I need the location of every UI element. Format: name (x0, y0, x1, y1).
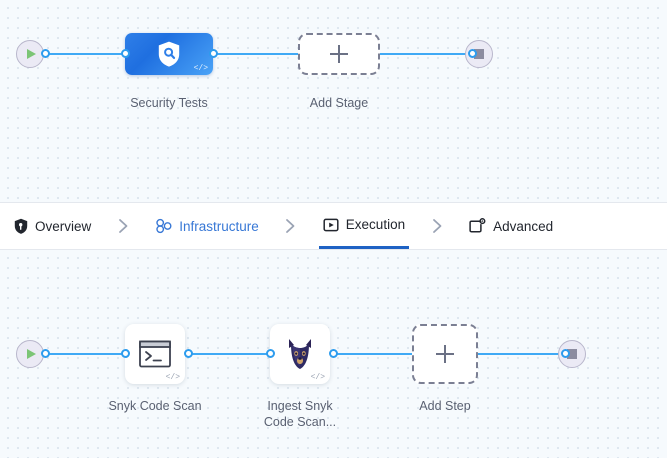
port-snyk-code-scan-out[interactable] (184, 349, 193, 358)
step-node-snyk-code-scan[interactable]: </> (125, 324, 185, 384)
tab-advanced[interactable]: Advanced (465, 203, 557, 249)
tab-execution-label: Execution (345, 217, 406, 232)
add-stage-button[interactable] (298, 33, 380, 75)
stage-label-security-tests: Security Tests (130, 96, 208, 110)
add-step-button[interactable] (412, 324, 478, 384)
step-label-add-step: Add Step (419, 399, 471, 413)
shield-search-icon (158, 41, 180, 67)
tab-infrastructure[interactable]: Infrastructure (151, 203, 263, 249)
stop-icon (567, 349, 577, 359)
code-badge-icon: </> (193, 64, 208, 73)
settings-box-icon (469, 218, 486, 234)
play-icon (26, 349, 36, 359)
plus-icon (330, 45, 348, 63)
tab-advanced-label: Advanced (493, 218, 554, 234)
stage-label-add-stage: Add Stage (309, 96, 369, 110)
tab-overview[interactable]: Overview (10, 203, 95, 249)
shield-icon (14, 218, 28, 234)
play-box-icon (323, 217, 339, 233)
edge-snyk-code-scan-to-ingest (187, 353, 272, 355)
tab-overview-label: Overview (35, 218, 92, 234)
execution-end-node[interactable] (558, 340, 586, 368)
edge-ingest-to-add-step (332, 353, 412, 355)
terminal-icon (139, 340, 171, 368)
port-snyk-code-scan-in[interactable] (121, 349, 130, 358)
port-exec-start-out[interactable] (41, 349, 50, 358)
chevron-right-icon (286, 219, 295, 233)
code-badge-icon: </> (165, 373, 180, 382)
edge-add-stage-to-end (377, 53, 472, 55)
code-badge-icon: </> (310, 373, 325, 382)
chevron-right-icon (118, 219, 128, 233)
play-icon (26, 49, 36, 59)
edge-start-to-snyk-code-scan (44, 353, 130, 355)
port-end-in[interactable] (468, 49, 477, 58)
stage-node-security-tests[interactable]: </> (125, 33, 213, 75)
execution-start-node[interactable] (16, 340, 44, 368)
plus-icon (436, 345, 454, 363)
pipeline-end-node[interactable] (465, 40, 493, 68)
step-label-ingest-snyk-code-scan: Ingest Snyk Code Scan... (263, 399, 337, 429)
chevron-right-icon (432, 219, 441, 233)
edge-add-step-to-end (478, 353, 564, 355)
port-security-tests-out[interactable] (209, 49, 218, 58)
port-exec-end-in[interactable] (561, 349, 570, 358)
step-label-snyk-code-scan: Snyk Code Scan (108, 399, 202, 413)
pipeline-start-node[interactable] (16, 40, 44, 68)
nodes-icon (155, 218, 172, 234)
tab-separator-3 (409, 218, 465, 234)
edge-security-tests-to-add-stage (208, 53, 303, 55)
tab-separator-2 (263, 218, 319, 234)
tab-infrastructure-label: Infrastructure (179, 218, 259, 234)
port-start-out[interactable] (41, 49, 50, 58)
port-security-tests-in[interactable] (121, 49, 130, 58)
port-ingest-in[interactable] (266, 349, 275, 358)
execution-canvas[interactable]: </> Snyk Code Scan </> Ingest Snyk Code … (0, 250, 667, 458)
step-node-ingest-snyk-code-scan[interactable]: </> (270, 324, 330, 384)
tab-separator-1 (95, 218, 151, 234)
snyk-dog-icon (289, 339, 311, 369)
stage-tabs: Overview Infrastructure (0, 202, 667, 250)
stop-icon (474, 49, 484, 59)
port-ingest-out[interactable] (329, 349, 338, 358)
stage-canvas[interactable]: </> Security Tests Add Stage (0, 0, 667, 202)
edge-start-to-security-tests (44, 53, 130, 55)
tab-execution[interactable]: Execution (318, 203, 410, 249)
